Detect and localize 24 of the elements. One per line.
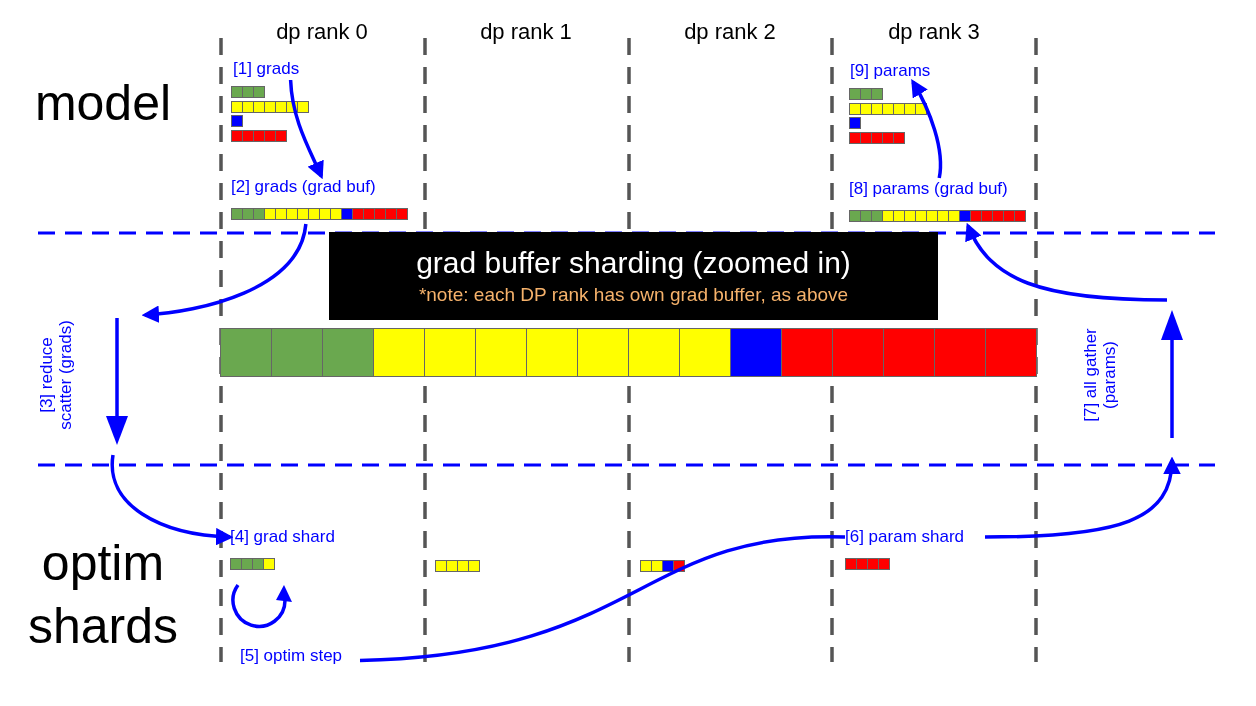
step-label: [8] params (grad buf)	[849, 178, 1008, 200]
row-heading: model	[33, 74, 173, 133]
step-label: [6] param shard	[845, 526, 965, 548]
step-label: [7] all gather (params)	[1080, 312, 1140, 438]
banner-note: *note: each DP rank has own grad buffer, as above	[418, 284, 849, 306]
arrow	[110, 454, 234, 545]
column-heading: dp rank 0	[275, 18, 369, 46]
banner-title: grad buffer sharding (zoomed in)	[416, 246, 851, 280]
arrow	[966, 222, 1168, 302]
step-label: [5] optim step	[240, 645, 343, 667]
column-heading: dp rank 3	[887, 18, 981, 46]
arrow	[141, 223, 308, 323]
step-label: [9] params	[850, 60, 931, 82]
step-label: [4] grad shard	[230, 526, 335, 548]
arrow	[911, 78, 943, 179]
arrow	[288, 79, 324, 180]
step-label: [2] grads (grad buf)	[231, 176, 376, 198]
column-heading: dp rank 2	[683, 18, 777, 46]
row-heading: optim shards	[26, 534, 180, 656]
arrow	[984, 456, 1180, 539]
step-label: [3] reduce scatter (grads)	[36, 312, 96, 438]
column-heading: dp rank 1	[479, 18, 573, 46]
title-banner	[329, 232, 938, 320]
step-label: [1] grads	[233, 58, 300, 80]
